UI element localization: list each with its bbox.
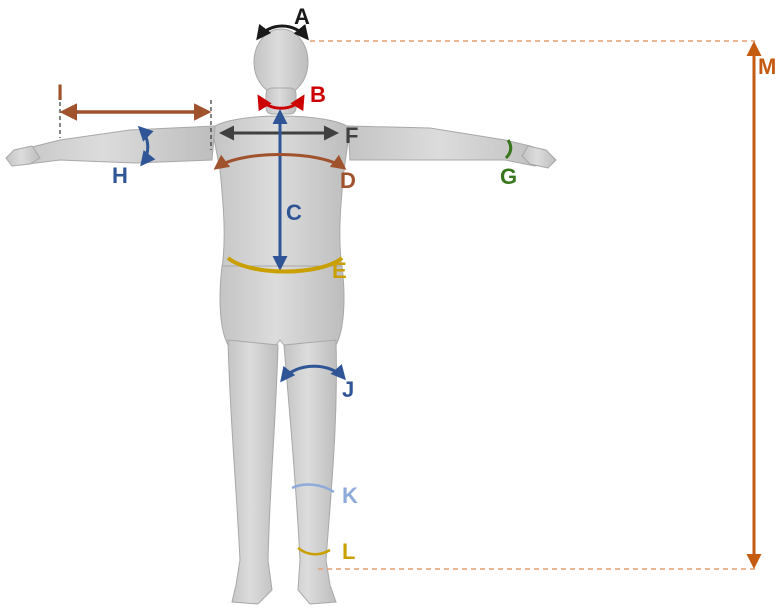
label-e: E — [332, 258, 347, 283]
head — [254, 29, 308, 95]
right-leg — [284, 340, 336, 604]
left-arm — [10, 126, 215, 164]
label-i: I — [57, 80, 63, 105]
label-h: H — [112, 163, 128, 188]
label-g: G — [500, 164, 517, 189]
label-a: A — [294, 4, 310, 29]
label-m: M — [758, 54, 776, 79]
pelvis — [220, 266, 344, 350]
label-l: L — [342, 539, 355, 564]
neck — [266, 88, 296, 114]
label-f: F — [345, 123, 358, 148]
left-leg — [228, 340, 278, 604]
label-k: K — [342, 483, 358, 508]
label-b: B — [310, 82, 326, 107]
label-d: D — [340, 168, 356, 193]
label-c: C — [286, 200, 302, 225]
label-j: J — [342, 377, 354, 402]
right-arm — [348, 126, 552, 166]
